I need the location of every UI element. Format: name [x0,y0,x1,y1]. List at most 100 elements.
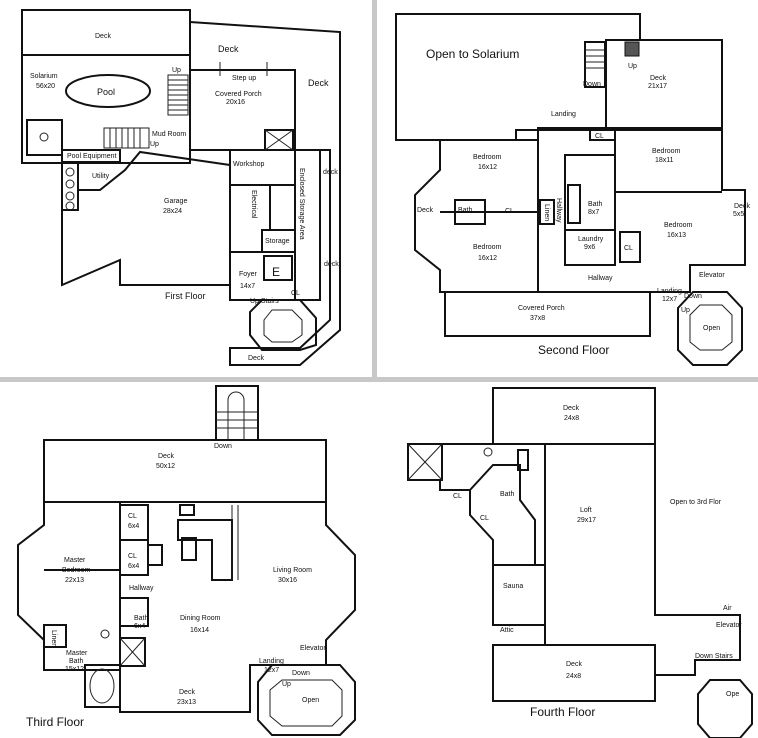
room-label: Solarium [30,73,58,80]
fourth-floor-labels: Deck 24x8 CL CL Bath Loft 29x17 Open to … [453,405,742,719]
horizontal-divider [0,377,758,382]
room-label: Deck [650,75,666,82]
room-label: Bedroom [62,567,91,574]
room-label: Landing [551,111,576,118]
room-label: Down [292,670,310,677]
room-label: deck [324,261,339,268]
room-label: Up [150,141,159,148]
room-label: deck [323,169,338,176]
room-label: Down [684,293,702,300]
room-label: Deck [158,453,174,460]
room-label: 23x13 [177,699,196,706]
room-label: Pool Equipment [67,153,116,160]
room-label: Mud Room [152,131,186,138]
room-label: 16x12 [478,255,497,262]
room-label: Elevator [699,272,725,279]
room-label: Up [628,63,637,70]
room-label: CL [291,290,300,297]
room-label: Sauna [503,583,523,590]
room-label: Deck [308,78,329,88]
first-hot-tub [26,119,63,156]
room-label: Landing [657,288,682,295]
room-label: Bedroom [652,148,681,155]
room-label: 9x6 [584,244,595,251]
room-label: Pool [97,87,115,97]
room-label: Fourth Floor [530,705,595,719]
first-floor-labels: Deck Deck Deck Solarium 56x20 Pool Up Up… [30,33,339,362]
room-label: Hallway [555,198,562,223]
room-label: Up [282,681,291,688]
room-label: Deck [566,661,582,668]
room-label: Open [703,325,720,332]
room-label: Covered Porch [518,305,565,312]
room-label: Living Room [273,567,312,574]
room-label: Bath [458,207,473,214]
room-label: 15x12 [65,666,84,673]
room-label: 6x4 [128,523,139,530]
second-main-outline [414,127,746,337]
room-label: CL [128,553,137,560]
room-label: 29x17 [577,517,596,524]
room-label: Enclosed Storage Area [298,168,305,240]
room-label: 5x5 [733,211,744,218]
room-label: Open [302,697,319,704]
room-label: 56x20 [36,83,55,90]
room-label: 14x7 [240,283,255,290]
room-label: 22x13 [65,577,84,584]
room-label: Ope [726,691,739,698]
second-octagon-stair [677,291,743,366]
room-label: CL [595,133,604,140]
first-pool [65,74,151,108]
room-label: Bath [500,491,515,498]
room-label: Laundry [578,236,604,243]
room-label: 37x8 [530,315,545,322]
room-label: First Floor [165,291,206,301]
room-label: 16x14 [190,627,209,634]
room-label: Hallway [129,585,154,592]
room-label: Bedroom [664,222,693,229]
room-label: Master [66,650,88,657]
room-label: 8x7 [588,209,599,216]
room-label: Hallway [588,275,613,282]
room-label: 30x16 [278,577,297,584]
room-label: CL [505,208,514,215]
third-deck [43,439,327,503]
first-deck-right [189,20,341,366]
room-label: 24x8 [566,673,581,680]
fourth-floor-plan [407,387,753,738]
room-label: Storage [265,238,290,245]
first-solarium [21,54,191,164]
room-label: CL [128,513,137,520]
fourth-main-outline [407,443,741,676]
room-label: 6x4 [128,563,139,570]
room-label: Master [64,557,86,564]
room-label: Third Floor [26,715,84,729]
room-label: Air [723,605,732,612]
room-label: CL [624,245,633,252]
room-label: Deck [563,405,579,412]
third-spiral-stair [215,385,259,441]
room-label: 24x8 [564,415,579,422]
room-label: Deck [218,44,239,54]
first-covered-porch [189,70,230,151]
room-label: E [272,265,280,279]
room-label: Open to 3rd Flor [670,499,722,506]
room-label: 50x12 [156,463,175,470]
room-label: Loft [580,507,592,514]
room-label: Up [172,67,181,74]
room-label: Garage [164,198,187,205]
room-label: Bath [69,658,84,665]
room-label: Down [214,443,232,450]
room-label: Deck [417,207,433,214]
room-label: 18x11 [655,157,674,164]
room-label: Deck [734,203,750,210]
room-label: 28x24 [163,208,182,215]
room-label: Bedroom [473,154,502,161]
first-octagon-stair [249,299,317,351]
room-label: Linen [543,204,550,221]
room-label: Bedroom [473,244,502,251]
vertical-divider [372,0,377,378]
room-label: Bath [588,201,603,208]
room-label: 6x4 [134,623,145,630]
